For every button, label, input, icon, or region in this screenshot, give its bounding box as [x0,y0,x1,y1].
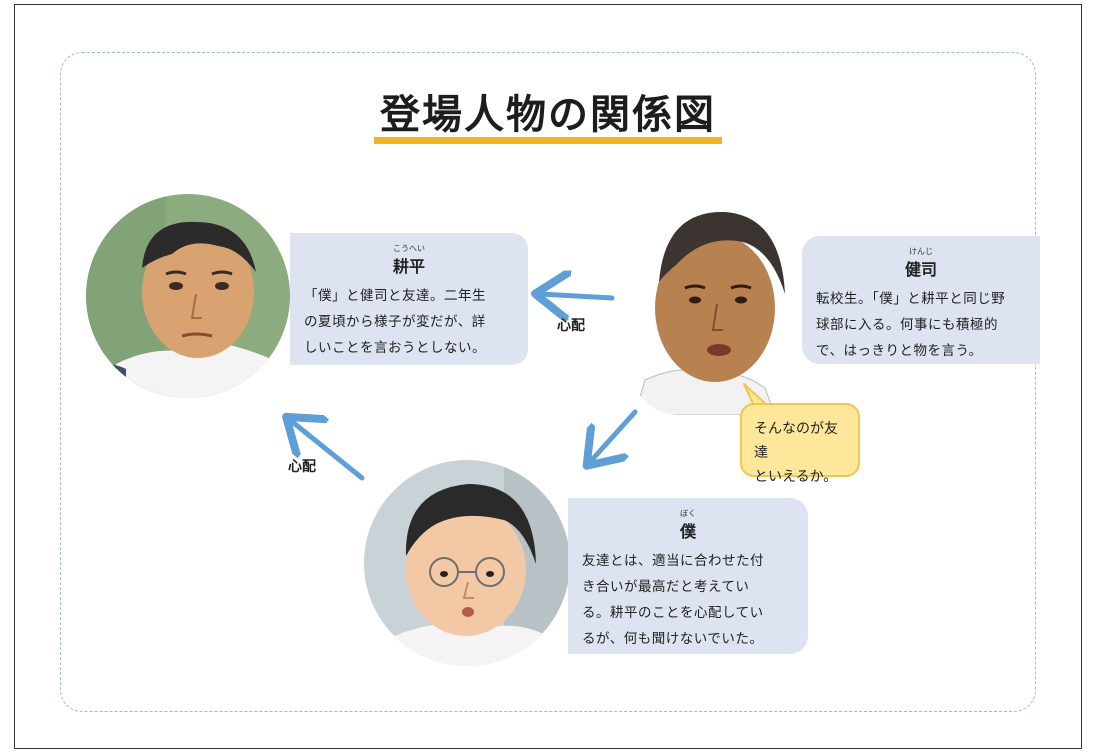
kohei-name-block: こうへい 耕平 [304,243,514,277]
boku-name-block: ぼく 僕 [582,508,794,542]
kohei-name-ruby: こうへい [393,244,425,253]
dashed-frame [60,52,1036,712]
kohei-desc-line: しいことを言おうとしない。 [304,340,486,356]
kenji-name-block: けんじ 健司 [816,246,1026,280]
kenji-name: 健司 [904,260,937,279]
kenji-desc-line: で、はっきりと物を言う。 [816,343,983,359]
boku-name: 僕 [679,522,696,541]
boku-desc-line: るが、何も聞けないでいた。 [582,631,764,647]
kohei-description: 「僕」と健司と友達。二年生 の夏頃から様子が変だが、詳 しいことを言おうとしない… [304,283,514,361]
diagram-title: 登場人物の関係図 [374,82,722,146]
speech-line: そんなのが友達 [754,421,838,461]
page-border [14,4,1082,749]
kohei-info-box: こうへい 耕平 「僕」と健司と友達。二年生 の夏頃から様子が変だが、詳 しいこと… [290,233,528,365]
title-container: 登場人物の関係図 [0,82,1096,146]
kenji-portrait [625,200,800,415]
kenji-description: 転校生。「僕」と耕平と同じ野 球部に入る。何事にも積極的 で、はっきりと物を言う… [816,286,1026,364]
speech-line: といえるか。 [754,469,838,485]
boku-description: 友達とは、適当に合わせた付 き合いが最高だと考えてい る。耕平のことを心配してい… [582,548,794,652]
kohei-desc-line: 「僕」と健司と友達。二年生 [304,288,486,304]
kohei-portrait [86,194,290,398]
kenji-desc-line: 球部に入る。何事にも積極的 [816,317,998,333]
boku-desc-line: き合いが最高だと考えてい [582,579,750,595]
kenji-info-box: けんじ 健司 転校生。「僕」と耕平と同じ野 球部に入る。何事にも積極的 で、はっ… [802,236,1040,364]
boku-portrait [364,460,570,666]
arrow-boku-to-kohei [290,420,365,481]
kohei-name: 耕平 [392,257,425,276]
boku-desc-line: る。耕平のことを心配してい [582,605,764,621]
boku-desc-line: 友達とは、適当に合わせた付 [582,553,764,569]
kenji-speech-bubble: そんなのが友達 といえるか。 [740,403,860,485]
kenji-name-ruby: けんじ [909,247,933,256]
boku-info-box: ぼく 僕 友達とは、適当に合わせた付 き合いが最高だと考えてい る。耕平のことを… [568,498,808,654]
boku-name-ruby: ぼく [680,509,696,518]
arrow-kenji-to-boku [590,409,638,462]
kenji-desc-line: 転校生。「僕」と耕平と同じ野 [816,291,1006,307]
diagram-title-text: 登場人物の関係図 [380,92,716,138]
arrow-label-kenji-worry: 心配 [557,318,585,334]
arrow-kenji-to-kohei [540,294,615,298]
arrow-label-boku-worry: 心配 [288,459,316,475]
kohei-desc-line: の夏頃から様子が変だが、詳 [304,314,486,330]
